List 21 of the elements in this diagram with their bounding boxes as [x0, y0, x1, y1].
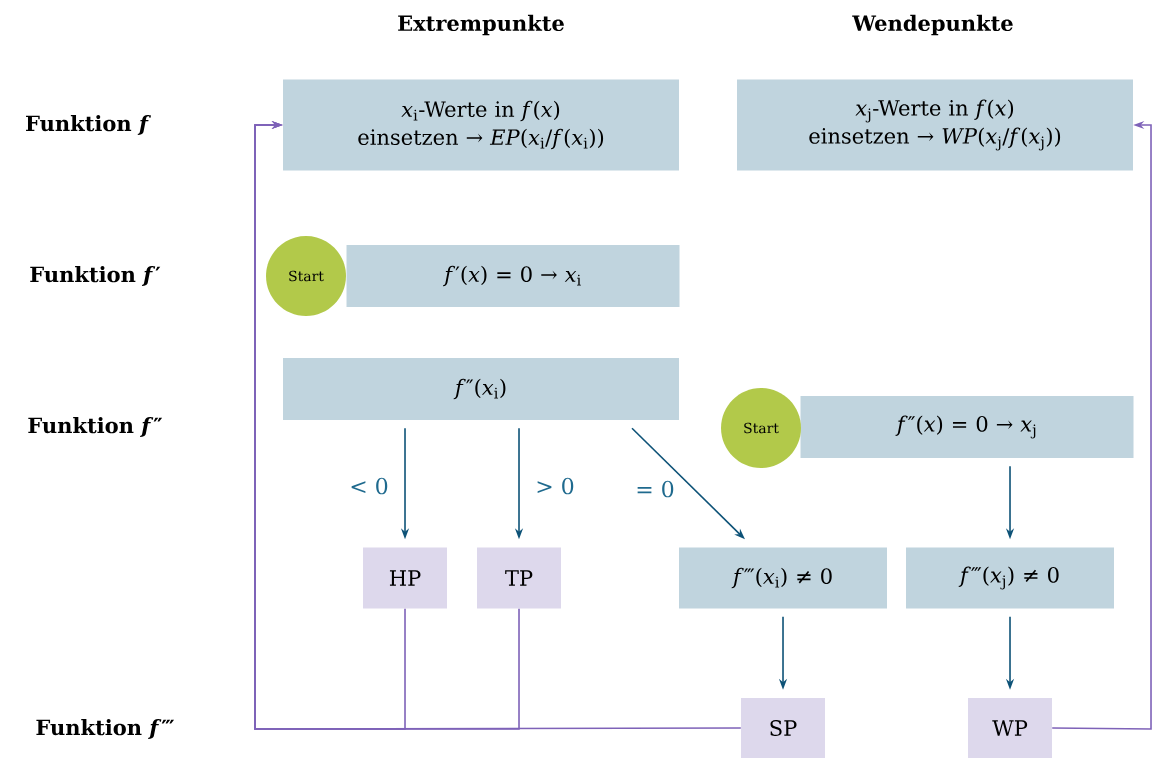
- row-label: Funktion f″: [28, 417, 163, 437]
- process-box: f′(x) = 0 → x$_{i}$: [346, 245, 680, 307]
- edge-label: > 0: [534, 476, 576, 496]
- result-box: WP: [968, 698, 1052, 758]
- result-box: HP: [363, 547, 447, 609]
- process-box: x$_{i}$-Werte in f(x) einsetzen → EP(x$_{i}$/f(x$_{i}$)): [283, 79, 679, 171]
- process-box: f‴(x$_{i}$) ≠ 0: [679, 547, 887, 609]
- header-text: Extrempunkte: [398, 14, 564, 36]
- row-label: Funktion f‴: [36, 719, 175, 739]
- edge-label: < 0: [348, 476, 390, 496]
- process-box: f″(x) = 0 → x$_{j}$: [800, 396, 1134, 458]
- header-text: Wendepunkte: [852, 14, 1013, 36]
- process-box: x$_{j}$-Werte in f(x) einsetzen → WP(x$_{j}$/f(x$_{j}$)): [737, 79, 1133, 171]
- arrow: [254, 120, 742, 730]
- result-box: TP: [477, 547, 561, 609]
- edge-label: = 0: [634, 479, 676, 499]
- result-box: SP: [741, 698, 825, 758]
- row-label: Funktion f′: [30, 266, 161, 286]
- process-box: f″(x$_{i}$): [283, 358, 679, 420]
- row-label: Funktion f: [26, 115, 151, 135]
- process-box: f‴(x$_{j}$) ≠ 0: [906, 547, 1114, 609]
